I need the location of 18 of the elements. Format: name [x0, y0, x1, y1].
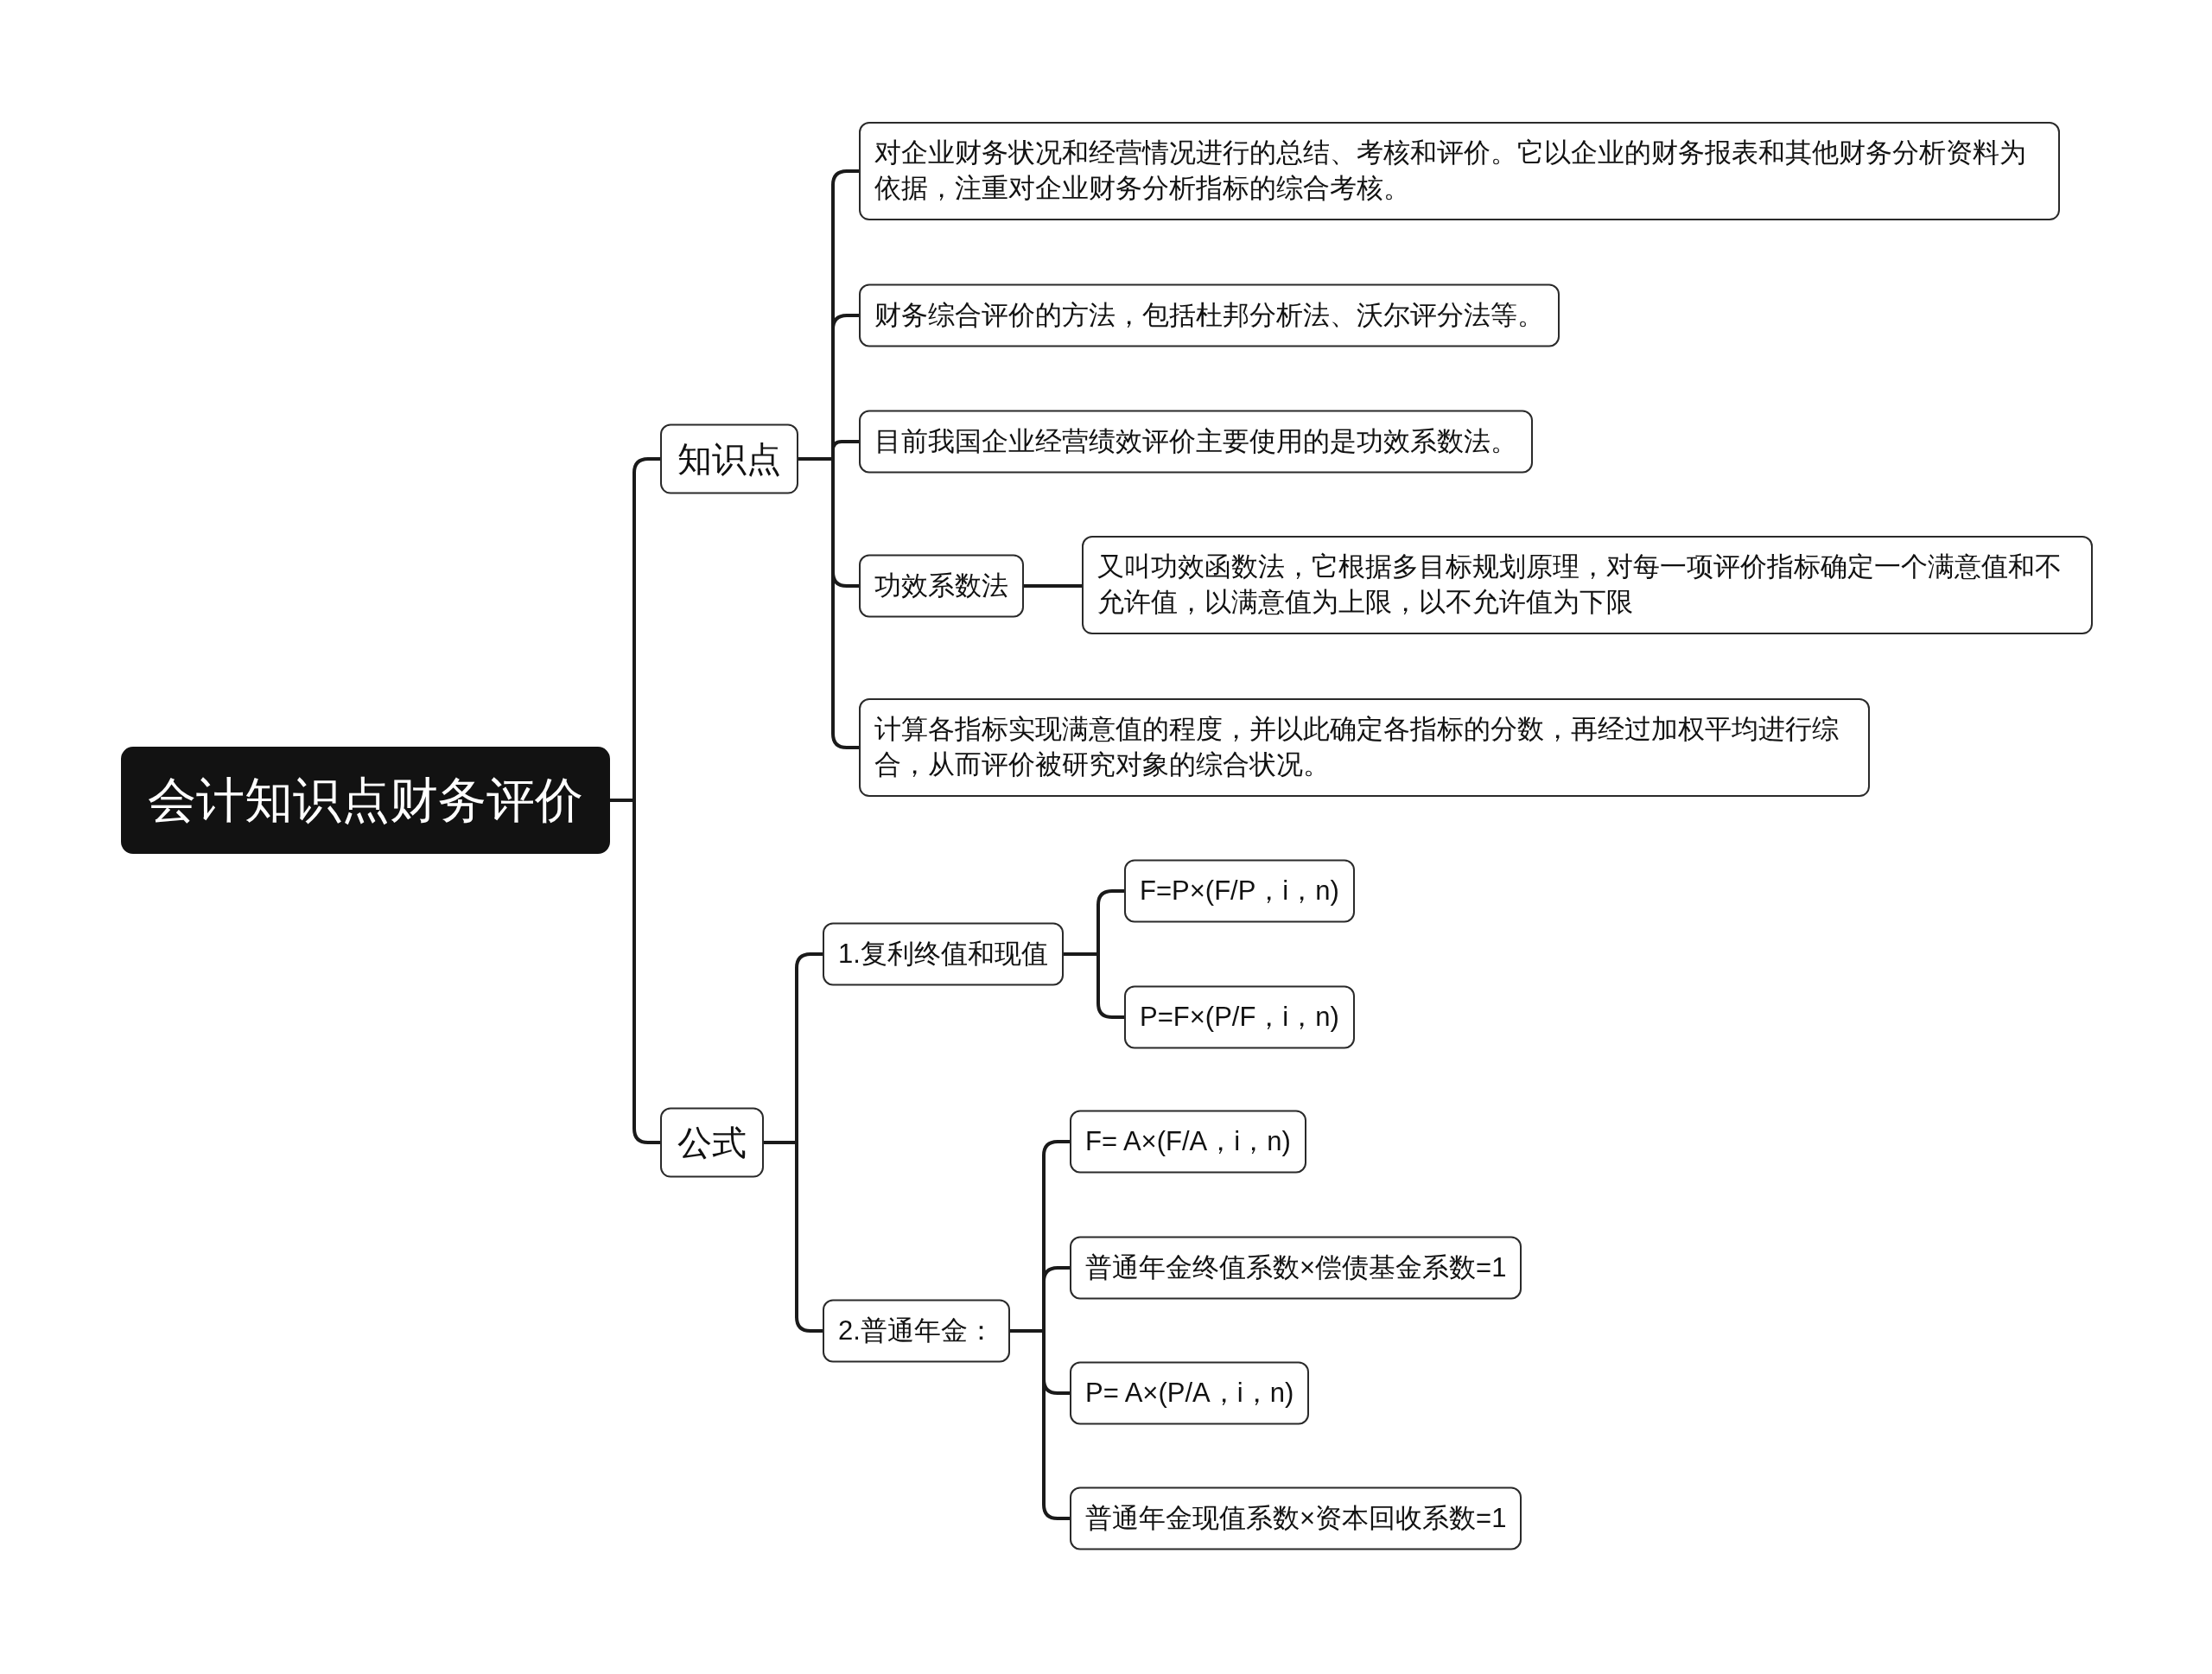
subtopic: 2.普通年金： [823, 1299, 1010, 1363]
subtopic: 目前我国企业经营绩效评价主要使用的是功效系数法。 [859, 410, 1533, 474]
subtopic: 普通年金终值系数×偿债基金系数=1 [1070, 1236, 1522, 1300]
subtopic: 1.复利终值和现值 [823, 922, 1064, 986]
subtopic: 财务综合评价的方法，包括杜邦分析法、沃尔评分法等。 [859, 283, 1560, 347]
subtopic: F= A×(F/A，i，n) [1070, 1110, 1306, 1174]
subtopic: 又叫功效函数法，它根据多目标规划原理，对每一项评价指标确定一个满意值和不允许值，以满意值为上限，以不允许值为下限 [1082, 536, 2093, 634]
subtopic: 功效系数法 [859, 554, 1024, 618]
subtopic: F=P×(F/P，i，n) [1124, 859, 1355, 923]
main-topic: 知识点 [660, 423, 798, 494]
subtopic: 对企业财务状况和经营情况进行的总结、考核和评价。它以企业的财务报表和其他财务分析资料为依据，注重对企业财务分析指标的综合考核。 [859, 122, 2060, 220]
subtopic: P=F×(P/F，i，n) [1124, 985, 1355, 1049]
root-topic: 会计知识点财务评价 [121, 747, 610, 854]
connector-line [1024, 584, 1082, 588]
subtopic: 普通年金现值系数×资本回收系数=1 [1070, 1486, 1522, 1550]
subtopic: P= A×(P/A，i，n) [1070, 1361, 1310, 1425]
subtopic: 计算各指标实现满意值的程度，并以此确定各指标的分数，再经过加权平均进行综合，从而评价被研究对象的综合状况。 [859, 698, 1870, 797]
main-topic: 公式 [660, 1107, 764, 1178]
